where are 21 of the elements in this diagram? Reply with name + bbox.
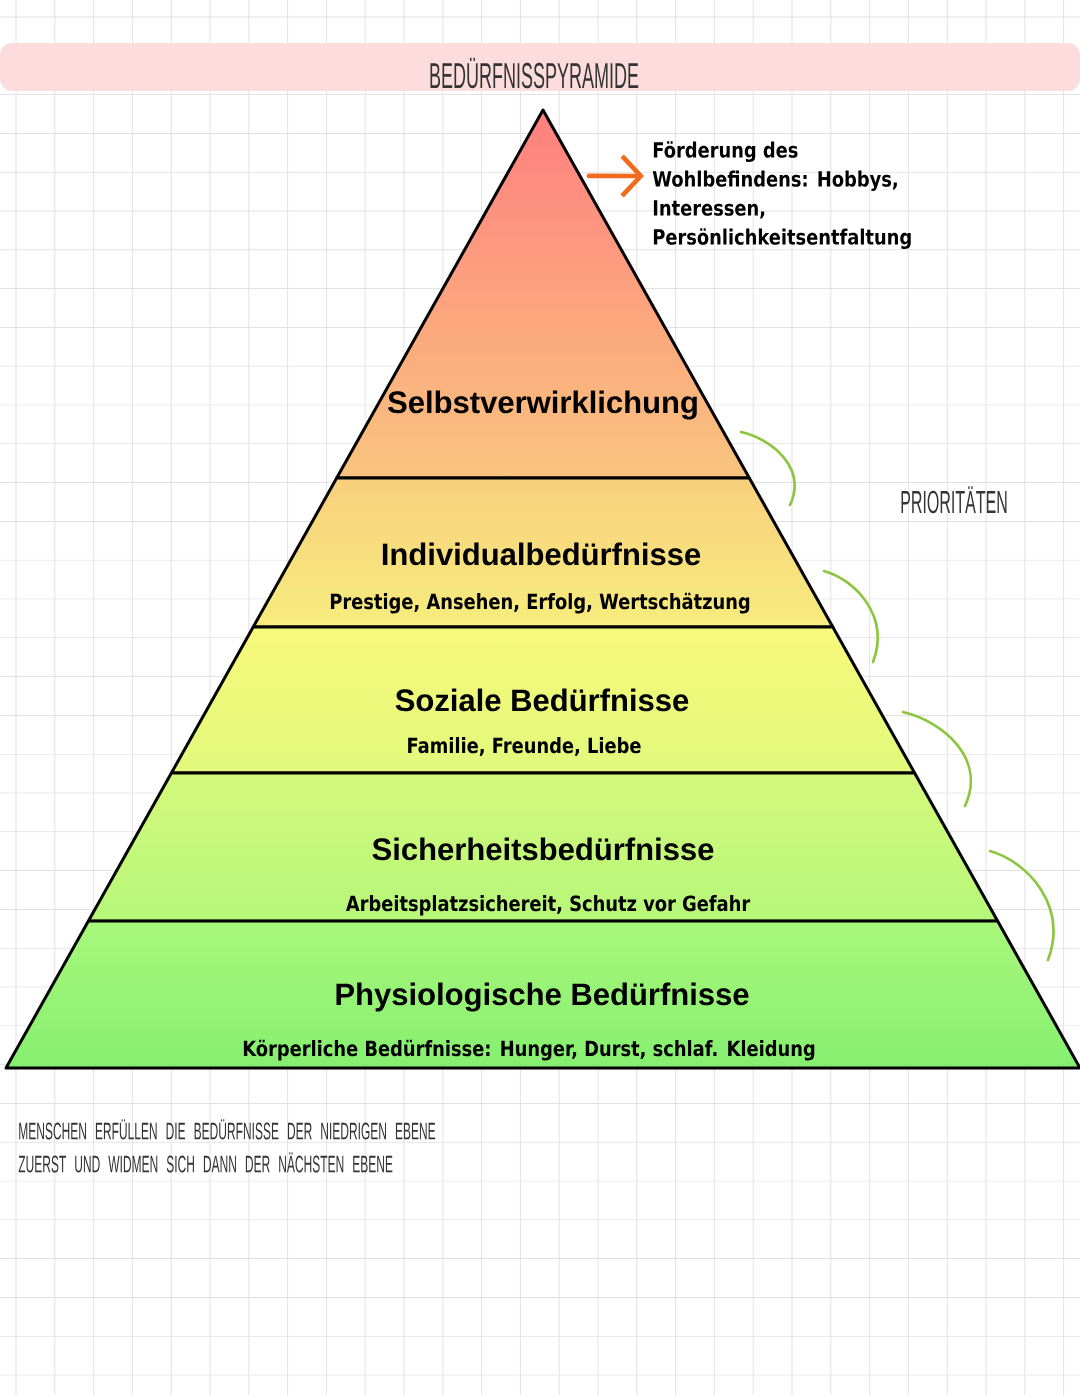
level-title: Sicherheitsbedürfnisse (372, 837, 714, 861)
side-label: PRIORITÄTEN (901, 486, 1007, 514)
title-band: BEDÜRFNISSPYRAMIDE (0, 43, 1080, 91)
level-examples: Familie, Freunde, Liebe (408, 737, 641, 756)
pyramid-level (251, 476, 835, 629)
level-title: Soziale Bedürfnisse (395, 688, 689, 712)
curved-line (901, 710, 973, 808)
curved-line (822, 569, 879, 664)
pyramid-level (86, 771, 1000, 923)
level-title: Physiologische Bedürfnisse (336, 982, 749, 1012)
description-text: Förderung des Wohlbefindens: Hobbys, Interessen, Persönlichkeitsentfaltung (652, 141, 911, 250)
level-examples: Körperliche Bedürfnisse: Hunger, Durst, schlaf. Kleidung (243, 1039, 815, 1061)
curved-line (988, 849, 1055, 962)
level-examples: Arbeitsplatzsichereit, Schutz vor Gefahr (345, 895, 751, 916)
pyramid-level (4, 919, 1080, 1070)
pyramid-level (169, 625, 917, 775)
note-text: MENSCHEN ERFÜLLEN DIE BEDÜRFNISSE DER NIEDRIGEN EBENE ZUERST UND WIDMEN SICH DANN DER NÄCHSTEN EBENE (18, 1119, 436, 1173)
curved-line (739, 430, 796, 507)
level-examples: Prestige, Ansehen, Erfolg, Wertschätzung (330, 592, 750, 614)
level-title: Individualbedürfnisse (382, 542, 701, 566)
level-title: Selbstverwirklichung (388, 390, 697, 420)
